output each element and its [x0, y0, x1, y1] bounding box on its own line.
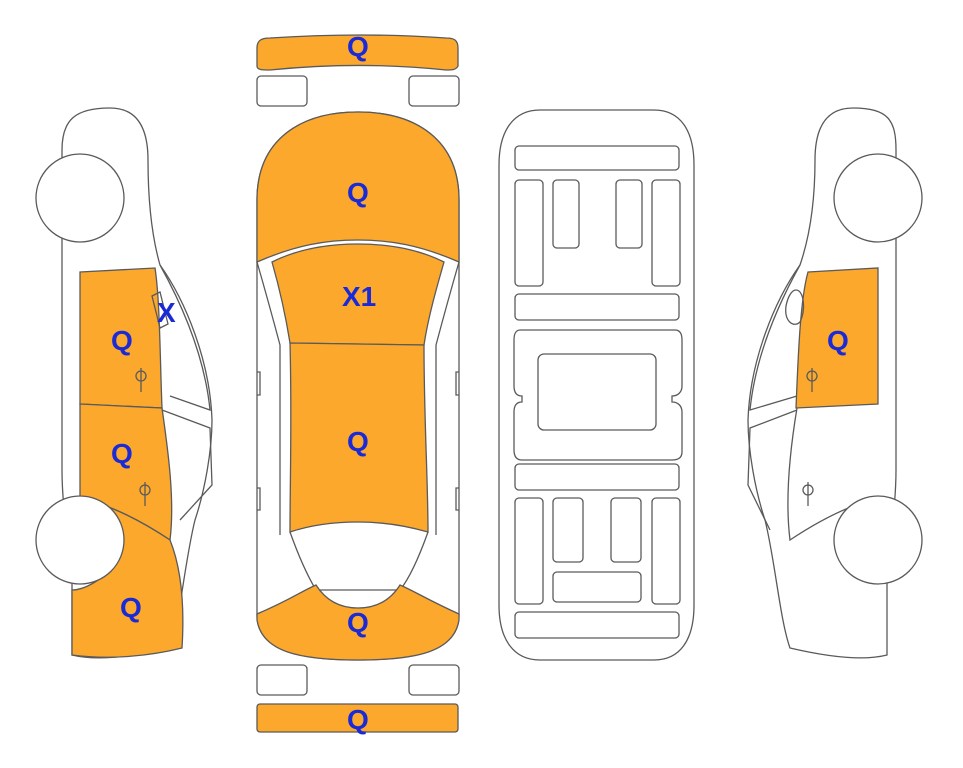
windshield-mark: X1 [342, 281, 376, 312]
underside-rear-bar [514, 611, 680, 639]
front-bumper [256, 34, 459, 71]
right-rear-wheel [833, 495, 923, 585]
right-mirror [785, 289, 805, 325]
underside-view [498, 109, 695, 661]
left-side-mirror-top [257, 371, 261, 396]
left-rear-door-handle [139, 482, 151, 506]
underside-crossmember-1 [514, 293, 680, 321]
left-a-pillar [256, 261, 281, 535]
left-side-view: Q X Q Q [35, 107, 213, 659]
left-rear-window-line [161, 409, 213, 521]
front-right-light [408, 75, 460, 107]
right-front-door-mark: Q [827, 325, 849, 356]
windshield [271, 243, 445, 346]
underside-rear-slot-1 [552, 497, 584, 563]
front-left-light [256, 75, 308, 107]
left-front-door-mark: Q [111, 325, 133, 356]
underside-center-pan [537, 353, 657, 431]
underside-rear-slot-2 [610, 497, 642, 563]
right-rear-door-handle [802, 482, 814, 506]
trunk [256, 584, 460, 661]
left-mirror [151, 291, 169, 329]
top-view: Q Q X1 Q Q Q [256, 31, 460, 735]
underside-front-left-rail [514, 179, 544, 287]
underside-rear-left-rail [514, 497, 544, 605]
underside-rear-tank [552, 571, 642, 603]
right-a-pillar [435, 261, 460, 535]
underside-front-bar [514, 145, 680, 171]
right-side-mirror-top [455, 371, 459, 396]
right-front-wheel [833, 153, 923, 243]
rear-left-light [256, 664, 308, 696]
trunk-mark: Q [347, 607, 369, 638]
hood [256, 111, 460, 263]
left-mirror-mark: X [157, 297, 176, 328]
right-side-view: Q [747, 107, 923, 659]
underside-front-slot-2 [615, 179, 643, 249]
rear-bumper-mark: Q [347, 704, 369, 735]
left-window-line [159, 264, 211, 411]
left-front-door-handle [135, 368, 147, 392]
front-bumper-mark: Q [347, 31, 369, 62]
underside-front-slot-1 [552, 179, 580, 249]
left-rear-quarter-mark: Q [120, 592, 142, 623]
right-side-mirror-rear [455, 487, 459, 511]
underside-rear-right-rail [651, 497, 681, 605]
roof-mark: Q [347, 426, 369, 457]
roof [289, 342, 429, 533]
underside-crossmember-2 [514, 463, 680, 491]
right-rear-window-line [747, 409, 798, 531]
right-front-door-handle [806, 368, 818, 392]
left-rear-door-mark: Q [111, 438, 133, 469]
hood-mark: Q [347, 177, 369, 208]
left-side-mirror-rear [257, 487, 261, 511]
left-rear-wheel [35, 495, 125, 585]
left-front-wheel [35, 153, 125, 243]
underside-front-right-rail [651, 179, 681, 287]
rear-bumper [256, 703, 459, 733]
rear-right-light [408, 664, 460, 696]
right-window-line [749, 264, 801, 411]
